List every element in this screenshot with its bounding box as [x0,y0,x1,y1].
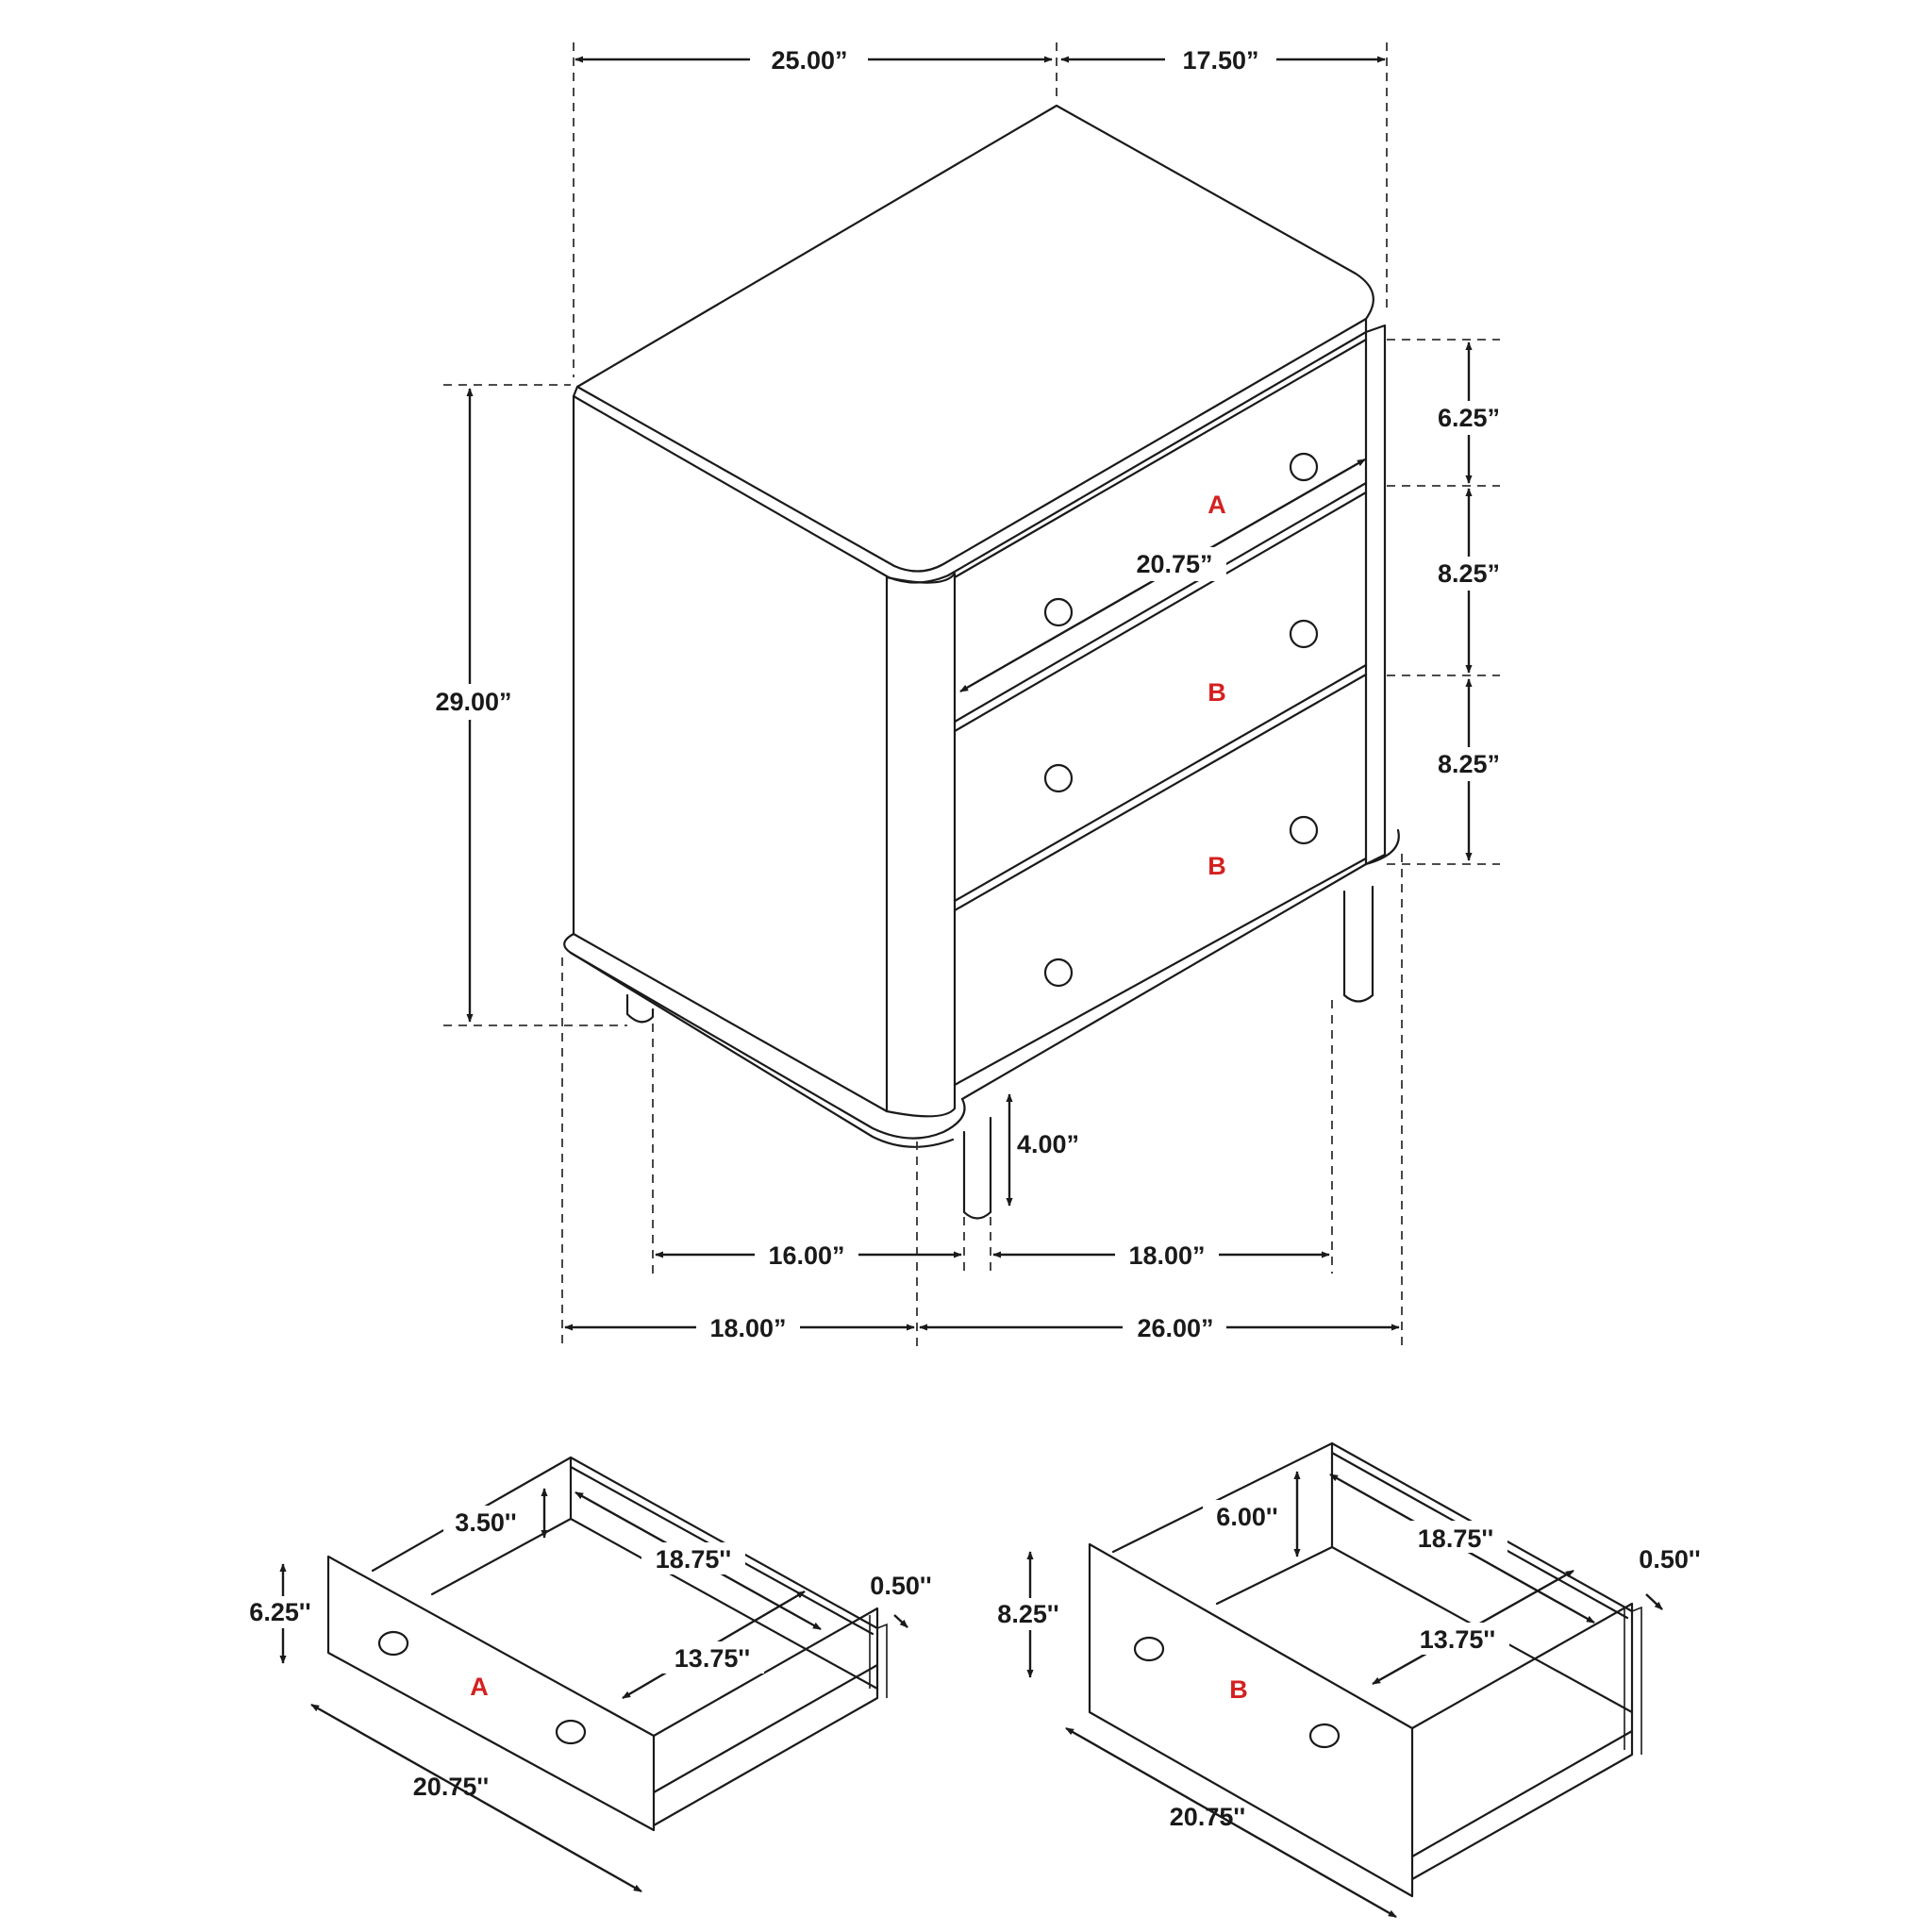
dim-base-side: 18.00” [709,1314,786,1342]
drawer-b-front-height: 8.25'' [997,1600,1058,1628]
dim-base-front: 26.00” [1137,1314,1213,1342]
cabinet-base [563,828,1400,1140]
dim-height: 29.00” [435,688,511,716]
dim-drawer2-height: 8.25” [1438,559,1500,588]
cabinet-base-edge [569,951,955,1148]
drawer-b-inner-width: 13.75'' [1420,1625,1495,1654]
dim-top-width: 25.00” [771,46,847,75]
drawer-b-front [1088,1542,1414,1898]
drawer-b-front-width: 20.75'' [1170,1803,1245,1831]
drawer-a-inner-height: 3.50'' [455,1508,516,1537]
cabinet-right-post [1364,324,1387,866]
leg-back-left [625,993,655,1024]
drawer-a-side [652,1607,879,1827]
drawer-a-front-height: 6.25'' [249,1598,310,1626]
cabinet-left-side [572,394,889,1113]
drawer-b-thickness: 0.50'' [1639,1545,1700,1574]
dimension-lines [466,56,1473,1331]
extension-lines [443,42,1500,1349]
cabinet-top [575,104,1374,573]
dim-leg-span-side: 16.00” [768,1241,844,1270]
drawer-b-inner-depth: 18.75'' [1418,1524,1493,1553]
drawer-a-front-width: 20.75'' [413,1773,489,1801]
drawer-a-thickness: 0.50'' [870,1572,931,1600]
drawer-b-back-inner [1330,1441,1634,1714]
drawer-front-3 [953,673,1368,1087]
drawer-a-back [371,1456,879,1630]
drawer-a-drawing: A 3.50'' 18.75'' 13.75'' 0.50'' 6.25'' 2… [241,1456,932,1893]
drawer-a-inner-width: 13.75'' [675,1644,750,1673]
drawer-label-b-lower: B [1208,852,1226,880]
dim-leg-span-front: 18.00” [1128,1241,1205,1270]
drawer-b-inner-height: 6.00'' [1216,1503,1277,1531]
knobs [1043,452,1319,988]
dim-leg-height: 4.00” [1017,1130,1079,1158]
cabinet-drawing: A B B [563,104,1400,1220]
drawer-a-front [326,1555,656,1832]
drawer-front-1 [953,338,1368,724]
cabinet-corner-post [885,572,957,1118]
leg-front-right [1342,885,1374,1003]
drawer-label-a: A [1208,491,1226,519]
drawer-b-label: B [1229,1675,1248,1704]
dim-drawer1-height: 6.25” [1438,404,1500,432]
dim-top-depth: 17.50” [1182,46,1258,75]
drawer-b-drawing: B 6.00'' 18.75'' 13.75'' 0.50'' 8.25'' 2… [986,1441,1701,1919]
drawer-label-b-upper: B [1208,678,1226,707]
dim-drawer-width: 20.75” [1136,550,1212,578]
leg-front [962,1116,992,1220]
drawer-a-inner-depth: 18.75'' [656,1545,731,1574]
dim-drawer3-height: 8.25” [1438,750,1500,778]
drawer-a-label: A [470,1673,489,1701]
cabinet-dimension-labels: 25.00” 17.50” 29.00” 6.25” 8.25” 8.25” 2… [423,42,1514,1345]
drawer-b-floor [1215,1545,1334,1606]
drawer-b-back [1111,1441,1634,1613]
